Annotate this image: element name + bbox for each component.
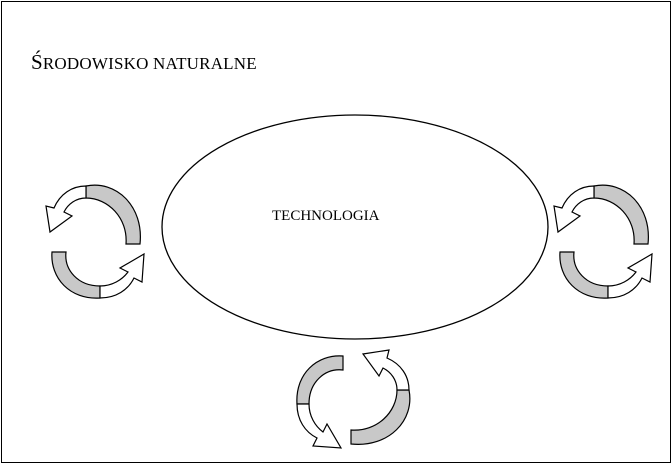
technology-ellipse [161,114,549,340]
bottom-cycle-arrows-icon [296,349,411,449]
title-rest: RODOWISKO NATURALNE [42,54,257,73]
technology-label: TECHNOLOGIA [272,208,380,224]
title-first-letter: Ś [31,50,43,74]
left-cycle-arrows-icon [45,184,145,299]
environment-title: ŚRODOWISKO NATURALNE [31,50,257,75]
right-cycle-arrows-icon [553,184,653,299]
